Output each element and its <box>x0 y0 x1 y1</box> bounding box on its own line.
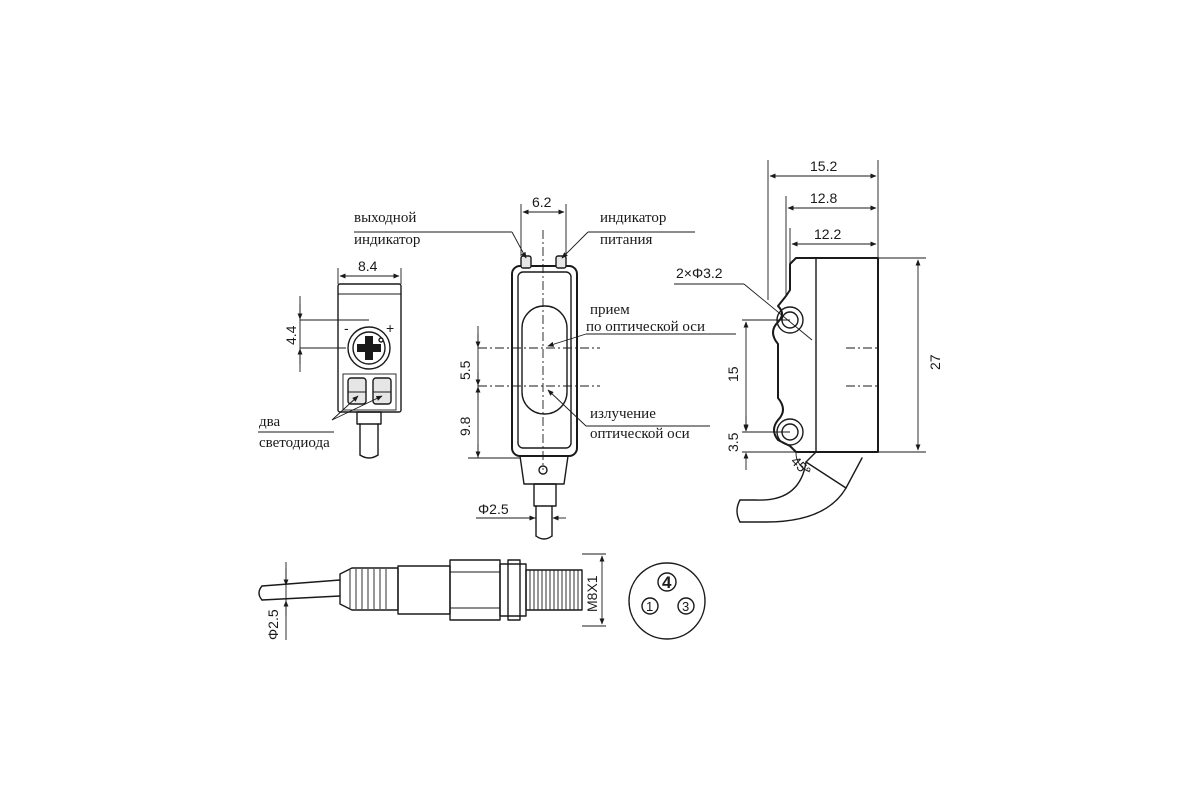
dim-front-cable: Φ2.5 <box>478 501 509 517</box>
front-view: 6.2 выходной индикатор индикатор питания… <box>354 194 736 540</box>
label-two-leds-2: светодиода <box>259 435 330 451</box>
dim-connector-cable: Φ2.5 <box>265 609 281 640</box>
pin-1-label: 1 <box>646 599 653 614</box>
pin-3-label: 3 <box>682 599 689 614</box>
label-receive-1: прием <box>590 302 630 318</box>
dim-side-width: 8.4 <box>358 258 378 274</box>
label-output-indicator-2: индикатор <box>354 232 420 248</box>
dim-right-w1: 15.2 <box>810 158 837 174</box>
cross-slot-icon <box>357 336 381 360</box>
dim-thread: M8X1 <box>584 575 600 612</box>
pinout-view: 4 1 3 <box>628 562 706 640</box>
pin-4-icon <box>657 572 677 592</box>
pin-3-icon <box>677 597 695 615</box>
pinout-face <box>628 562 706 640</box>
pin-4-label: 4 <box>662 573 672 592</box>
label-power-indicator-1: индикатор <box>600 210 666 226</box>
dim-right-h-bottom: 3.5 <box>725 432 741 452</box>
side-view: - + 8.4 4.4 два светодиода <box>258 258 402 459</box>
right-view: 45° 15.2 12.8 12.2 2×Φ3.2 27 15 3.5 <box>674 158 943 523</box>
dim-side-height: 4.4 <box>283 325 299 345</box>
label-output-indicator-1: выходной <box>354 210 416 226</box>
lens-window <box>521 305 568 415</box>
led-right-icon <box>372 377 392 405</box>
label-two-leds-1: два <box>259 414 281 430</box>
dim-front-lower: 9.8 <box>457 416 473 436</box>
dim-right-w3: 12.2 <box>814 226 841 242</box>
connector-view: M8X1 Φ2.5 <box>258 553 606 640</box>
label-receive-2: по оптической оси <box>586 319 705 335</box>
label-emit-1: излучение <box>590 406 656 422</box>
dim-right-h-total: 27 <box>927 354 943 370</box>
label-power-indicator-2: питания <box>600 232 653 248</box>
adjust-screw-icon <box>347 326 391 370</box>
plus-sign: + <box>386 320 394 336</box>
power-indicator-icon <box>555 255 567 269</box>
pin-1-icon <box>641 597 659 615</box>
dim-front-width: 6.2 <box>532 194 552 210</box>
dim-front-upper: 5.5 <box>457 360 473 380</box>
dim-right-h-holes: 15 <box>725 366 741 382</box>
minus-sign: - <box>344 320 349 336</box>
dim-holes: 2×Φ3.2 <box>676 265 723 281</box>
led-left-icon <box>347 377 367 405</box>
label-emit-2: оптической оси <box>590 426 690 442</box>
dim-right-w2: 12.8 <box>810 190 837 206</box>
